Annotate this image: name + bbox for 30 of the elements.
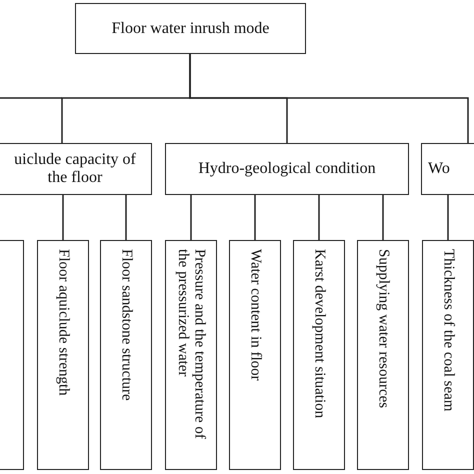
box-label: Supplying water resources bbox=[374, 249, 392, 408]
box-label: Floor water inrush mode bbox=[112, 20, 270, 38]
category-box bbox=[0, 143, 152, 195]
connector-line bbox=[125, 195, 127, 240]
box-label: Floor aquiclude strength bbox=[54, 249, 72, 396]
connector-line bbox=[62, 195, 64, 240]
factor-box bbox=[37, 240, 89, 470]
connector-line bbox=[190, 195, 192, 240]
category-box bbox=[421, 143, 474, 195]
connector-line bbox=[318, 195, 320, 240]
factor-box bbox=[165, 240, 217, 470]
box-label: Pressure and the temperature of the pressurized water bbox=[174, 249, 208, 441]
box-label: Floor sandstone structure bbox=[118, 249, 134, 401]
connector-line bbox=[447, 195, 449, 240]
category-box bbox=[75, 3, 306, 54]
box-label: Hydro-geological condition bbox=[198, 160, 376, 178]
category-box bbox=[165, 143, 409, 195]
box-label: Karst development situation bbox=[310, 249, 328, 418]
factor-box bbox=[100, 240, 152, 470]
box-label: uiclude capacity of the floor bbox=[13, 151, 137, 187]
box-label: Wo bbox=[428, 160, 450, 178]
connector-line bbox=[189, 54, 469, 143]
connector-line bbox=[382, 195, 384, 240]
box-label: Thickness of the coal seam bbox=[440, 249, 456, 412]
box-label: Water content in floor bbox=[246, 249, 264, 381]
factor-box bbox=[293, 240, 345, 470]
connector-line bbox=[254, 195, 256, 240]
factor-box bbox=[229, 240, 281, 470]
factor-box bbox=[422, 240, 474, 470]
factor-box bbox=[357, 240, 409, 470]
